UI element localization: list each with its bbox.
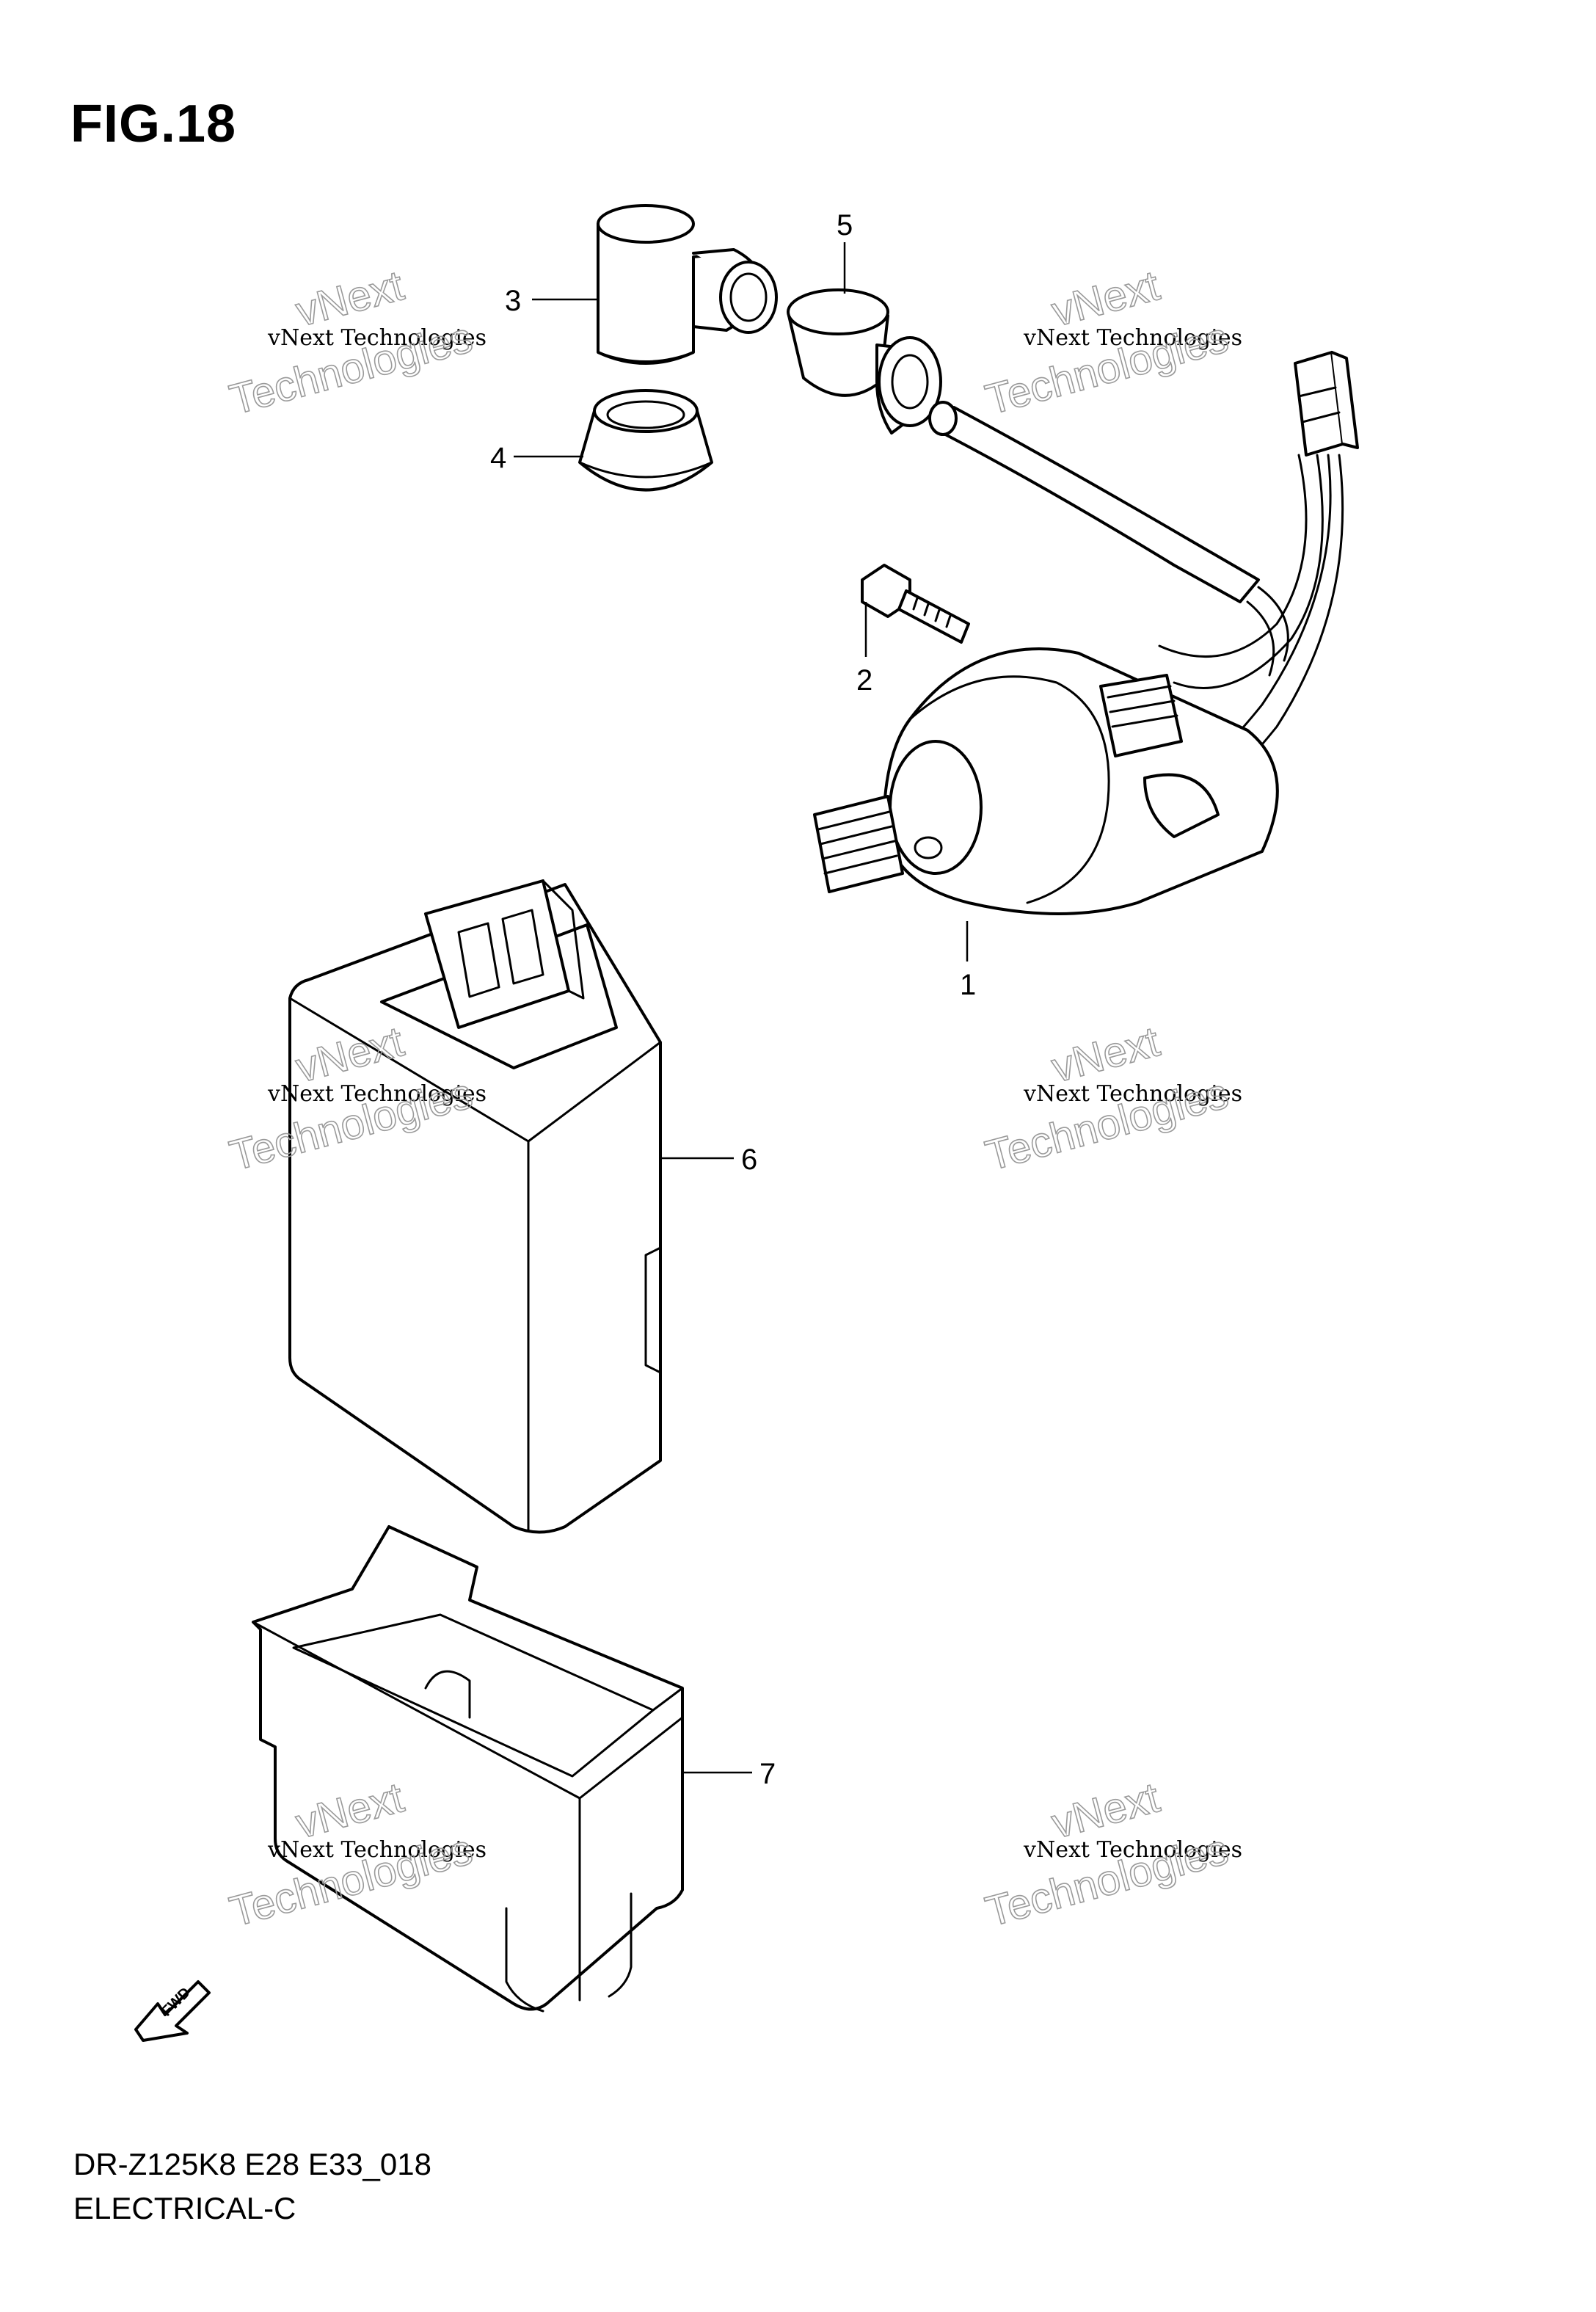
callout-6: 6 bbox=[741, 1144, 757, 1176]
spark-plug-cap-part bbox=[597, 204, 778, 365]
cdi-unit-part bbox=[288, 879, 662, 1534]
high-tension-lead bbox=[928, 401, 1289, 677]
cdi-holder-part bbox=[252, 1525, 684, 2013]
callout-1: 1 bbox=[960, 969, 976, 1001]
bolt-part bbox=[861, 564, 970, 644]
svg-text:vNext Technologies: vNext Technologies bbox=[1023, 325, 1242, 351]
watermark: vNext Technologies vNext Technologies bbox=[225, 261, 487, 425]
watermark: vNext Technologies vNext Technologies bbox=[980, 261, 1242, 425]
wire-connector bbox=[1294, 351, 1359, 457]
figure-title: FIG.18 bbox=[70, 95, 237, 153]
svg-text:vNext Technologies: vNext Technologies bbox=[1023, 1837, 1242, 1863]
model-code: DR-Z125K8 E28 E33_018 bbox=[73, 2147, 431, 2181]
forward-direction-arrow-icon: FWD bbox=[134, 1980, 211, 2042]
cap-seal-part bbox=[787, 288, 942, 435]
section-name: ELECTRICAL-C bbox=[73, 2191, 296, 2225]
svg-text:vNext Technologies: vNext Technologies bbox=[1023, 1081, 1242, 1107]
svg-text:vNext Technologies: vNext Technologies bbox=[267, 1081, 487, 1107]
callout-3: 3 bbox=[505, 285, 521, 317]
boot-ring-part bbox=[578, 389, 713, 492]
svg-text:vNext Technologies: vNext Technologies bbox=[267, 1837, 487, 1863]
callout-7: 7 bbox=[759, 1758, 776, 1790]
callout-4: 4 bbox=[490, 442, 506, 474]
watermark: vNext Technologies vNext Technologies bbox=[980, 1017, 1242, 1181]
svg-text:vNext Technologies: vNext Technologies bbox=[267, 325, 487, 351]
ignition-coil-part bbox=[813, 647, 1279, 915]
callout-2: 2 bbox=[856, 664, 872, 697]
watermark: vNext Technologies vNext Technologies bbox=[980, 1773, 1242, 1937]
callout-5: 5 bbox=[837, 209, 853, 241]
